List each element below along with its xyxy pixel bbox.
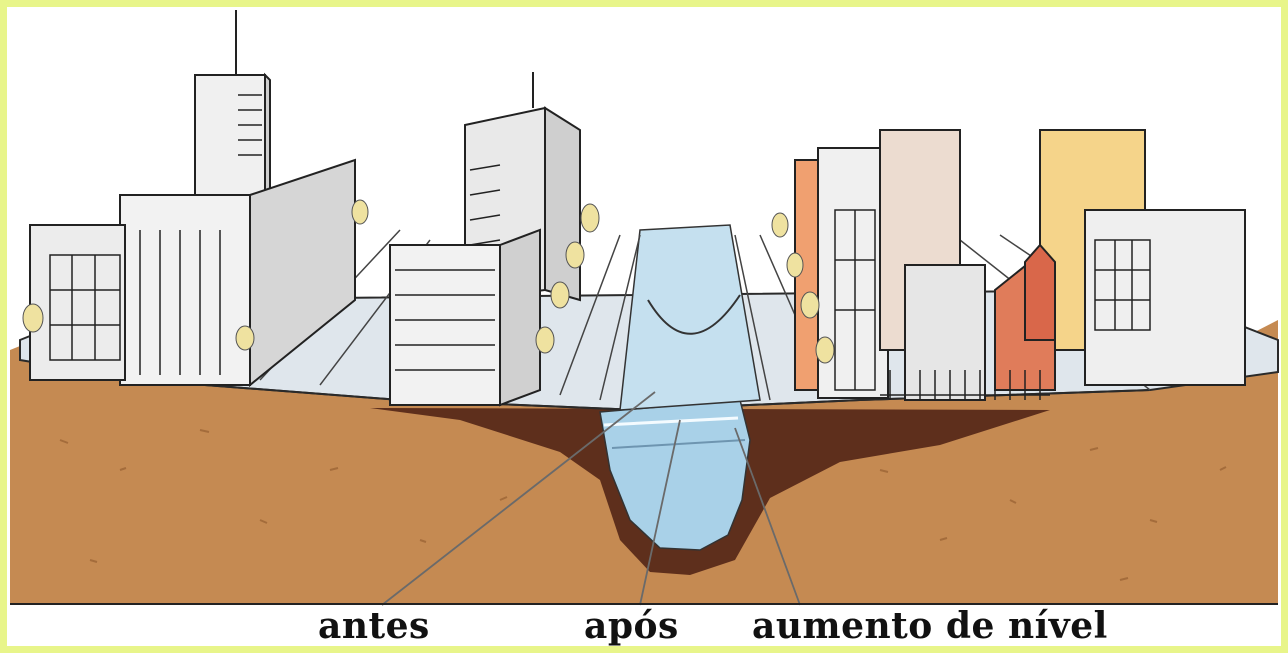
reservoir-channel: [619, 224, 761, 411]
center-block: [389, 244, 501, 406]
label-leader-lines: [381, 391, 801, 606]
building-right-white-grid: [834, 209, 876, 391]
building-right-mid: [904, 264, 986, 401]
building-left-low: [29, 224, 126, 381]
street-center-left: [559, 234, 641, 401]
water-surface-after: [611, 439, 746, 449]
tree: [22, 303, 44, 333]
label-before: antes: [318, 605, 430, 647]
tree: [771, 212, 789, 238]
buildings-right: [794, 129, 1246, 401]
tree: [800, 291, 820, 319]
building-left-side: [249, 158, 356, 388]
tree: [815, 336, 835, 364]
building-left-low-grid: [49, 254, 121, 361]
label-level-rise: aumento de nível: [752, 605, 1108, 647]
building-right-far: [1084, 209, 1246, 386]
building-left-columns: [139, 230, 221, 375]
leader-line-after: [639, 419, 681, 606]
tree: [235, 325, 255, 351]
buildings-left: [29, 10, 356, 388]
center-block-side: [499, 228, 541, 407]
tower-left-windows: [238, 94, 262, 156]
tree: [351, 199, 369, 225]
reservoir-sag: [647, 294, 741, 335]
fence-right: [880, 370, 1050, 400]
label-after: após: [584, 605, 679, 647]
water-basin: [599, 224, 761, 551]
tower-left-side: [264, 72, 271, 196]
tree: [565, 241, 585, 269]
tree: [550, 281, 570, 309]
water-volume: [599, 399, 751, 551]
center-tower-side: [544, 106, 581, 302]
tree: [786, 252, 804, 278]
building-left-main: [119, 194, 251, 386]
tree: [580, 203, 600, 233]
soil-texture: [59, 429, 1227, 581]
center-tower-windows: [469, 164, 501, 246]
trees: [22, 199, 835, 364]
center-block-bands: [395, 269, 495, 371]
leader-line-before: [381, 391, 656, 606]
building-right-far-grid: [1094, 239, 1151, 331]
church-tower: [1024, 243, 1056, 341]
tree: [535, 326, 555, 354]
leader-line-level-rise: [734, 427, 801, 606]
water-surface-before: [603, 416, 739, 427]
tower-left: [194, 74, 266, 196]
